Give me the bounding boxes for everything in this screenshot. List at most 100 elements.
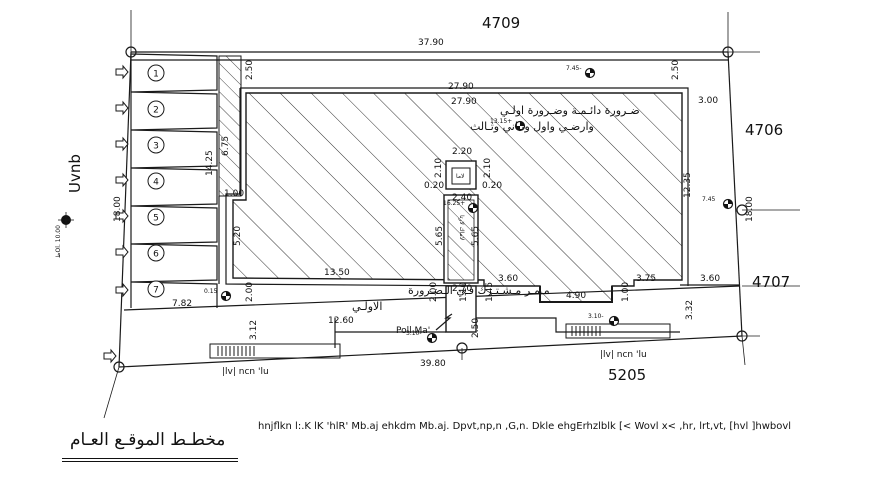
ramp-right [565, 323, 671, 339]
dim-left-h2: 6.75 [221, 136, 231, 156]
corner-marker [113, 361, 125, 373]
level-marker-fill [585, 68, 595, 78]
corner-marker [456, 342, 468, 354]
ramp-left [209, 343, 341, 359]
dim-step-b: 3.75 [636, 274, 656, 284]
dim-lower-r: 1.10 [459, 282, 469, 302]
dim-core-r: 2.10 [483, 158, 493, 178]
dim-lower-w: 2.70 [452, 284, 472, 294]
drawing-title: مخطـط الموقـع العـام [70, 430, 226, 450]
dim-left-seg: 7.82 [172, 299, 192, 309]
title-underline [62, 461, 238, 462]
dim-left-h1: 14.25 [205, 150, 215, 176]
parking-number: 3 [153, 142, 159, 152]
plot-number-bottom: 5205 [608, 366, 646, 384]
left-strip [218, 55, 242, 197]
dim-top-total: 37.90 [418, 38, 444, 48]
label-shaft: لاماك لارتا [458, 215, 465, 240]
ramp-label-left: |lv| ncn 'lu [222, 367, 269, 377]
dim-bottom-total: 39.80 [420, 359, 446, 369]
entry-arrow-icon [115, 282, 129, 298]
parking-number-circle [147, 64, 165, 82]
level-marker-fill [427, 333, 437, 343]
dim-bottom-seg: 12.60 [328, 316, 354, 326]
dim-lower-l: 2.00 [429, 282, 439, 302]
dim-core-side-r: 0.20 [482, 181, 502, 191]
level-value: 7.45 [702, 196, 716, 203]
dim-right-depth: 12.35 [683, 172, 693, 198]
parking-number-circle [147, 100, 165, 118]
entry-arrow-icon [115, 172, 129, 188]
level-marker-fill [723, 199, 733, 209]
dim-right-seg-v: 3.32 [685, 300, 695, 320]
parking-number: 1 [153, 70, 159, 80]
corner-marker [736, 330, 748, 342]
parking-number: 5 [153, 214, 159, 224]
dim-step-a: 3.60 [498, 274, 518, 284]
dim-mid-v: 1.45 [485, 282, 495, 302]
entry-arrows [103, 64, 129, 364]
plot-number-right-upper: 4706 [745, 121, 783, 139]
notes-line: hnjflkn l:.K lK 'hlR' Mb.aj ehkdm Mb.aj.… [258, 421, 792, 432]
level-marker-fill [221, 291, 231, 301]
dim-shaft-r: 5.65 [471, 226, 481, 246]
dim-inner-top: 27.90 [448, 82, 474, 92]
parking-number: 4 [153, 178, 159, 188]
level-value: 3.10- [588, 313, 604, 320]
entry-arrow-icon [115, 244, 129, 260]
plot-number-top: 4709 [482, 14, 520, 32]
site-boundary [103, 10, 800, 419]
dim-right-gap: 3.00 [698, 96, 718, 106]
compass-label: Uvnb [66, 154, 84, 193]
entry-arrow-icon [115, 208, 129, 224]
corner-marker [722, 46, 734, 58]
dim-right-outer: 18.00 [745, 196, 755, 222]
dim-mid-v2: 2.50 [471, 318, 481, 338]
entry-arrow-icon [115, 64, 129, 80]
ramp-label-center: Poll Ma' [396, 326, 430, 336]
level-marker-fill [468, 203, 478, 213]
dim-step-c: 4.90 [566, 291, 586, 301]
plot-number-right-lower: 4707 [752, 273, 790, 291]
level-value: 3.10- [406, 330, 422, 337]
parking-number-circle [147, 172, 165, 190]
dim-left-outer: 18.00 [113, 196, 123, 222]
level-value: 16.25+ [443, 200, 465, 207]
dim-right-band: 2.50 [671, 60, 681, 80]
level-value: 0.15 [204, 288, 218, 295]
core-block [443, 160, 479, 333]
parking-number-circle [147, 244, 165, 262]
ramp-label-right: |lv| ncn 'lu [600, 350, 647, 360]
dim-bottom-inner: 13.50 [324, 268, 350, 278]
dim-step-d: 1.00 [621, 282, 631, 302]
north-arrow-icon [58, 212, 74, 228]
dim-left-small: 1.00 [224, 189, 244, 199]
dim-core-w2: 2.40 [452, 193, 472, 203]
parking-number: 6 [153, 250, 159, 260]
level-marker-fill [609, 316, 619, 326]
label-main-2: وارضـي واول وثـاني وثـالث [470, 120, 594, 133]
dim-shaft-l: 5.65 [435, 226, 445, 246]
dim-left-band: 2.50 [245, 60, 255, 80]
north-note: ظOl. 10.00 [55, 225, 62, 258]
entry-arrow-icon [115, 136, 129, 152]
level-marker-fill [515, 121, 525, 131]
level-value: 13.15+ [490, 118, 512, 125]
corner-marker [736, 204, 748, 216]
label-corridor-1: مـمـر مـشـتـرك فـي الـضـرورة [408, 284, 550, 297]
parking-number-circle [147, 208, 165, 226]
level-value: 7.45- [566, 65, 582, 72]
entry-arrow-icon [103, 348, 117, 364]
dim-core-l: 2.10 [434, 158, 444, 178]
label-main-1: ضـرورة دائـمـة وضـرورة اولـي [500, 104, 640, 117]
label-core: لاما [456, 173, 464, 180]
entry-arrow-icon [115, 100, 129, 116]
level-markers: 7.45- 13.15+ 16.25+ 7.45 0.15 3.10- 3.10- [204, 65, 734, 344]
parking-number-circle [147, 136, 165, 154]
dim-left-seg-v: 2.00 [245, 282, 255, 302]
dim-left-h3: 5.20 [233, 226, 243, 246]
dim-core-side-l: 0.20 [424, 181, 444, 191]
